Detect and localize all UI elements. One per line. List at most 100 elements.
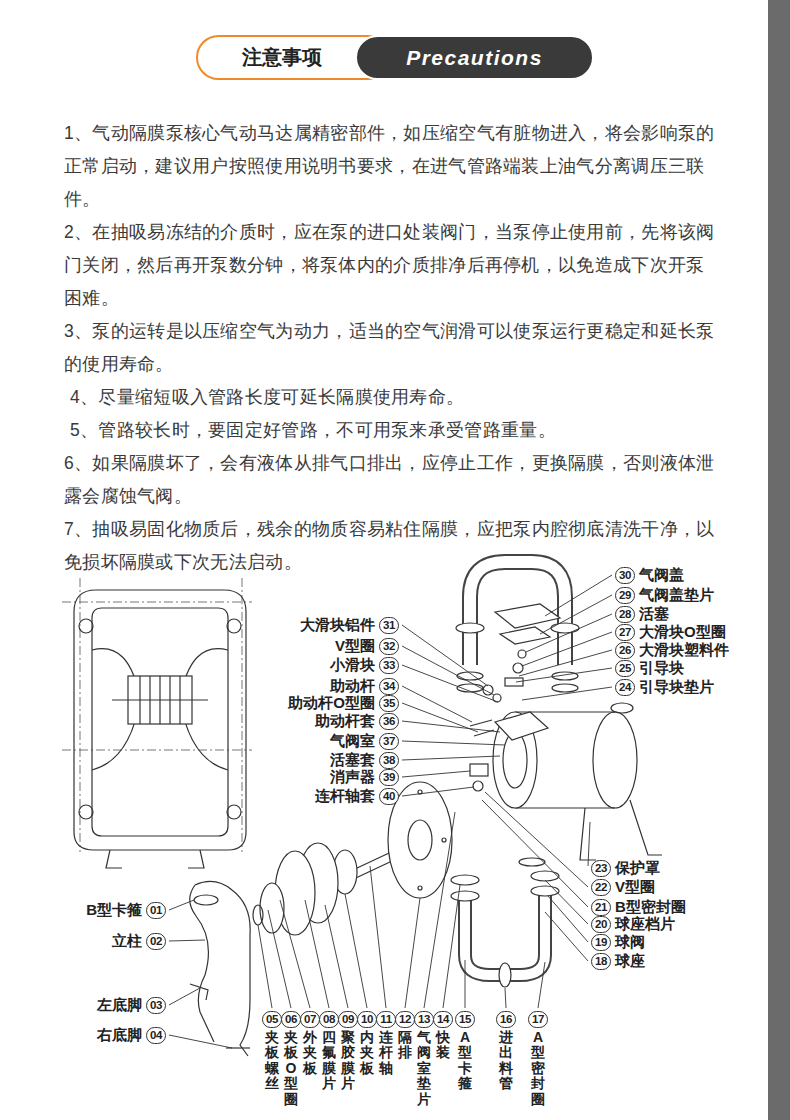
callout: 20球座档片 xyxy=(591,915,675,933)
callout: 26大滑块塑料件 xyxy=(615,641,729,659)
part-name: 保护罩 xyxy=(615,859,660,878)
callout-number: 06 xyxy=(281,1011,301,1028)
part-name: 聚胶膜片 xyxy=(341,1030,355,1092)
callout: 30气阀盖 xyxy=(615,566,684,584)
callout-number: 29 xyxy=(615,587,635,604)
note-paragraph: 2、在抽吸易冻结的介质时，应在泵的进口处装阀门，当泵停止使用前，先将该阀门关闭，… xyxy=(64,216,722,315)
callout: 18球座 xyxy=(591,952,645,970)
callout-number: 32 xyxy=(379,638,399,655)
callout: 21B型密封圈 xyxy=(591,898,686,916)
header-pill: Precautions xyxy=(355,35,594,80)
part-name: 球座档片 xyxy=(615,915,675,934)
part-name: 活塞 xyxy=(639,605,669,624)
callout: 立柱02 xyxy=(112,932,166,950)
callout: 助动杆34 xyxy=(330,677,399,695)
callout: 气阀室37 xyxy=(330,732,399,750)
callout: V型圈32 xyxy=(335,637,399,655)
part-name: 隔排 xyxy=(398,1030,412,1061)
callout-number: 11 xyxy=(376,1011,396,1028)
part-name: A型卡箍 xyxy=(458,1030,472,1092)
part-name: 助动杆套 xyxy=(315,712,375,731)
part-name: 左底脚 xyxy=(97,996,142,1015)
callout-number: 18 xyxy=(591,953,611,970)
note-paragraph: 1、气动隔膜泵核心气动马达属精密部件，如压缩空气有脏物进入，将会影响泵的正常启动… xyxy=(64,117,722,216)
part-name: 快装 xyxy=(436,1030,450,1061)
callout: 22V型圈 xyxy=(591,878,655,896)
callout: B型卡箍01 xyxy=(86,901,166,919)
callout: 助动杆O型圈35 xyxy=(288,694,399,712)
callout: 06 夹板O型圈 xyxy=(281,1011,301,1107)
callout-number: 07 xyxy=(300,1011,320,1028)
part-name: 夹板O型圈 xyxy=(284,1030,298,1107)
callout: 左底脚03 xyxy=(97,996,166,1014)
callout-number: 14 xyxy=(433,1011,453,1028)
callout-number: 10 xyxy=(357,1011,377,1028)
part-name: V型圈 xyxy=(615,878,655,897)
callout: 16 进出料管 xyxy=(496,1011,516,1092)
note-paragraph: 4、尽量缩短吸入管路长度可延长隔膜使用寿命。 xyxy=(64,381,722,414)
callout-number: 39 xyxy=(379,769,399,786)
note-paragraph: 6、如果隔膜坏了，会有液体从排气口排出，应停止工作，更换隔膜，否则液体泄露会腐蚀… xyxy=(64,447,722,513)
callout-number: 04 xyxy=(146,1027,166,1044)
callout-number: 24 xyxy=(615,679,635,696)
part-name: 夹板螺丝 xyxy=(265,1030,279,1092)
callout: 09聚胶膜片 xyxy=(338,1011,358,1092)
callout: 19球阀 xyxy=(591,933,645,951)
callout: 27大滑块O型圈 xyxy=(615,623,726,641)
callout: 05 夹板螺丝 xyxy=(262,1011,282,1092)
callout-number: 34 xyxy=(379,678,399,695)
callout-number: 40 xyxy=(379,788,399,805)
part-name: 引导块垫片 xyxy=(639,678,714,697)
header-text: 注意事项 xyxy=(242,44,322,71)
part-name: 立柱 xyxy=(112,932,142,951)
callout-number: 25 xyxy=(615,660,635,677)
part-name: 大滑块铝件 xyxy=(300,616,375,635)
callout: 右底脚04 xyxy=(97,1026,166,1044)
callout-number: 38 xyxy=(379,752,399,769)
callout: 大滑块铝件31 xyxy=(300,616,399,634)
callout-number: 30 xyxy=(615,567,635,584)
left-chamber xyxy=(190,881,250,1056)
callout: 小滑块33 xyxy=(330,656,399,674)
callout-number: 23 xyxy=(591,860,611,877)
callout: 消声器39 xyxy=(330,768,399,786)
callout: 24引导块垫片 xyxy=(615,678,714,696)
callout: 29气阀盖垫片 xyxy=(615,586,714,604)
part-name: 活塞套 xyxy=(330,751,375,770)
part-name: 气阀室 xyxy=(330,732,375,751)
callout: 11 连杆轴 xyxy=(376,1011,396,1076)
part-name: 外夹板 xyxy=(303,1030,317,1076)
callout: 23保护罩 xyxy=(591,859,660,877)
part-name: 连杆轴 xyxy=(379,1030,393,1076)
part-name: 四氟膜片 xyxy=(322,1030,336,1092)
callout: 连杆轴套40 xyxy=(315,787,399,805)
callout-number: 19 xyxy=(591,934,611,951)
part-name: 气阀盖垫片 xyxy=(639,586,714,605)
callout: 10内夹板 xyxy=(357,1011,377,1076)
callout: 14 快装 xyxy=(433,1011,453,1061)
callout-number: 01 xyxy=(146,902,166,919)
callout: 07 外夹板 xyxy=(300,1011,320,1076)
callout: 25引导块 xyxy=(615,659,684,677)
callout-number: 16 xyxy=(496,1011,516,1028)
part-name: 助动杆O型圈 xyxy=(288,694,375,713)
part-name: B型密封圈 xyxy=(615,898,686,917)
callout-number: 15 xyxy=(455,1011,475,1028)
callout-number: 05 xyxy=(262,1011,282,1028)
part-name: 气阀室垫片 xyxy=(417,1030,431,1107)
callout-number: 13 xyxy=(414,1011,434,1028)
callout-number: 21 xyxy=(591,899,611,916)
note-paragraph: 5、管路较长时，要固定好管路，不可用泵来承受管路重量。 xyxy=(64,414,722,447)
main-body xyxy=(470,703,662,860)
part-name: V型圈 xyxy=(335,637,375,656)
callout-number: 27 xyxy=(615,624,635,641)
part-name: 进出料管 xyxy=(499,1030,513,1092)
part-name: 助动杆 xyxy=(330,677,375,696)
callout-number: 12 xyxy=(395,1011,415,1028)
callout: 28活塞 xyxy=(615,605,669,623)
callout-number: 22 xyxy=(591,879,611,896)
part-name: B型卡箍 xyxy=(86,901,142,920)
callout: 08四氟膜片 xyxy=(319,1011,339,1092)
callout-number: 03 xyxy=(146,997,166,1014)
